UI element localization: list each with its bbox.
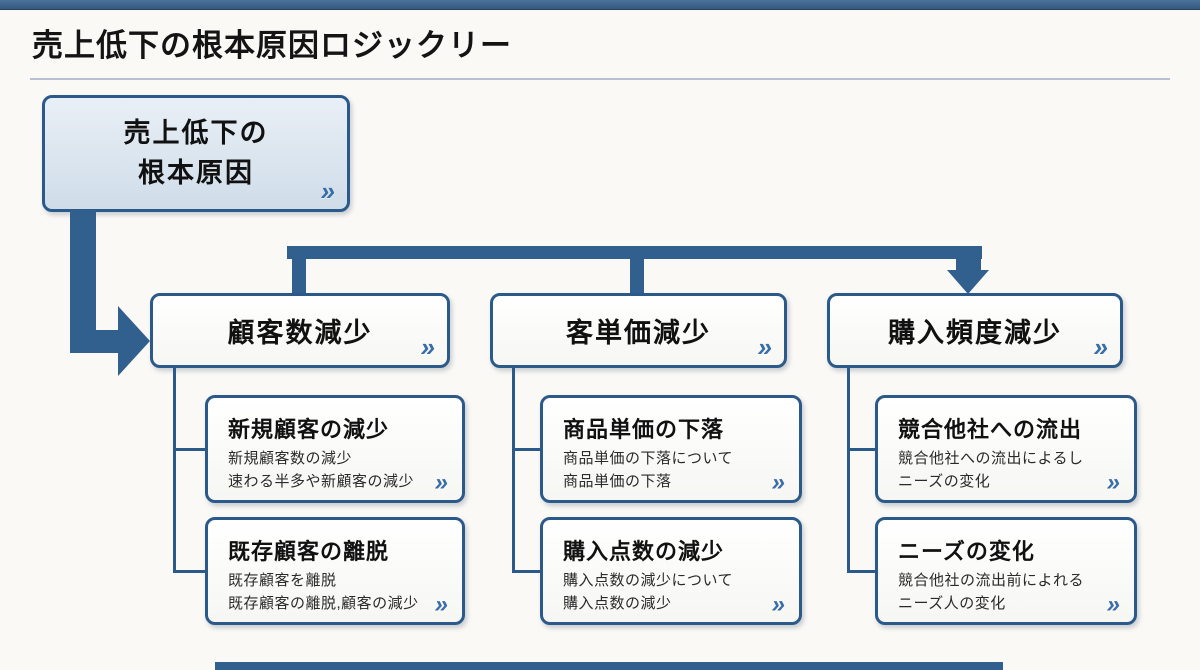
bracket-col1-stub1 bbox=[173, 448, 205, 451]
bracket-col2-vertical bbox=[512, 367, 515, 571]
connector-drop-price bbox=[630, 246, 644, 294]
chevron-icon: » bbox=[1106, 590, 1120, 618]
bracket-col1-stub2 bbox=[173, 570, 205, 573]
child-line: 既存顧客の離脱,顧客の減少 bbox=[228, 594, 419, 612]
bracket-col3-stub1 bbox=[847, 448, 875, 451]
chevron-icon: » bbox=[434, 590, 448, 618]
child-title: 既存顧客の離脱 bbox=[228, 539, 390, 564]
child-line: 既存顧客を離脱 bbox=[228, 572, 337, 589]
child-title: ニーズの変化 bbox=[898, 539, 1035, 564]
child-line: 競合他社の流出前によれる bbox=[898, 572, 1085, 589]
bracket-col1-vertical bbox=[173, 367, 176, 571]
bracket-col3-vertical bbox=[847, 367, 850, 571]
child-line: 速わる半多や新顧客の減少 bbox=[228, 472, 415, 490]
child-node-competitor-outflow[interactable]: 競合他社への流出 競合他社への流出によるし ニーズの変化 » bbox=[875, 395, 1137, 503]
child-line: 競合他社への流出によるし bbox=[898, 450, 1084, 467]
category-node-unit-price[interactable]: 客単価減少 » bbox=[490, 293, 787, 368]
root-label: 売上低下の根本原因 bbox=[123, 118, 269, 188]
root-node[interactable]: 売上低下の根本原因 » bbox=[42, 95, 350, 212]
child-line: 商品単価の下落について bbox=[563, 450, 734, 467]
child-node-items-per-purchase[interactable]: 購入点数の減少 購入点数の減少について 購入点数の減少 » bbox=[540, 517, 802, 625]
category-node-purchase-frequency[interactable]: 購入頻度減少 » bbox=[827, 293, 1123, 368]
category-label: 顧客数減少 bbox=[227, 318, 373, 348]
arrowhead-right-icon bbox=[118, 306, 150, 376]
child-line: 購入点数の減少について bbox=[563, 572, 734, 589]
child-node-new-customers[interactable]: 新規顧客の減少 新規顧客数の減少 速わる半多や新顧客の減少 » bbox=[205, 395, 465, 503]
top-accent-bar bbox=[0, 0, 1200, 10]
page-title: 売上低下の根本原因ロジックリー bbox=[32, 28, 512, 63]
chevron-icon: » bbox=[771, 468, 785, 496]
chevron-icon: » bbox=[757, 332, 772, 363]
child-node-item-price-drop[interactable]: 商品単価の下落 商品単価の下落について 商品単価の下落 » bbox=[540, 395, 802, 503]
child-line: 購入点数の減少 bbox=[563, 594, 672, 612]
child-title: 購入点数の減少 bbox=[563, 539, 725, 564]
chevron-icon: » bbox=[1106, 468, 1120, 496]
bracket-col2-stub1 bbox=[512, 448, 540, 451]
connector-drop-frequency bbox=[956, 246, 981, 272]
connector-drop-customers bbox=[292, 246, 306, 294]
chevron-icon: » bbox=[434, 468, 448, 496]
bracket-col2-stub2 bbox=[512, 570, 540, 573]
child-title: 競合他社への流出 bbox=[898, 417, 1083, 442]
chevron-icon: » bbox=[320, 176, 335, 207]
connector-root-arm bbox=[70, 330, 118, 353]
bottom-accent-bar bbox=[215, 662, 1003, 670]
child-line: ニーズ人の変化 bbox=[898, 594, 1006, 612]
bracket-col3-stub2 bbox=[847, 570, 875, 573]
child-node-needs-change[interactable]: ニーズの変化 競合他社の流出前によれる ニーズ人の変化 » bbox=[875, 517, 1137, 625]
child-line: 商品単価の下落 bbox=[563, 472, 672, 490]
connector-root-vertical bbox=[70, 210, 96, 353]
chevron-icon: » bbox=[1093, 332, 1108, 363]
child-line: ニーズの変化 bbox=[898, 472, 991, 490]
category-label: 購入頻度減少 bbox=[888, 318, 1062, 348]
child-line: 新規顧客数の減少 bbox=[228, 450, 353, 467]
category-node-customer-count[interactable]: 顧客数減少 » bbox=[150, 293, 450, 368]
category-label: 客単価減少 bbox=[566, 318, 711, 348]
arrowhead-down-icon bbox=[947, 270, 989, 294]
title-divider bbox=[30, 78, 1170, 80]
chevron-icon: » bbox=[771, 590, 785, 618]
child-title: 新規顧客の減少 bbox=[228, 417, 390, 442]
chevron-icon: » bbox=[420, 332, 435, 363]
child-node-existing-customers[interactable]: 既存顧客の離脱 既存顧客を離脱 既存顧客の離脱,顧客の減少 » bbox=[205, 517, 465, 625]
child-title: 商品単価の下落 bbox=[563, 417, 725, 442]
